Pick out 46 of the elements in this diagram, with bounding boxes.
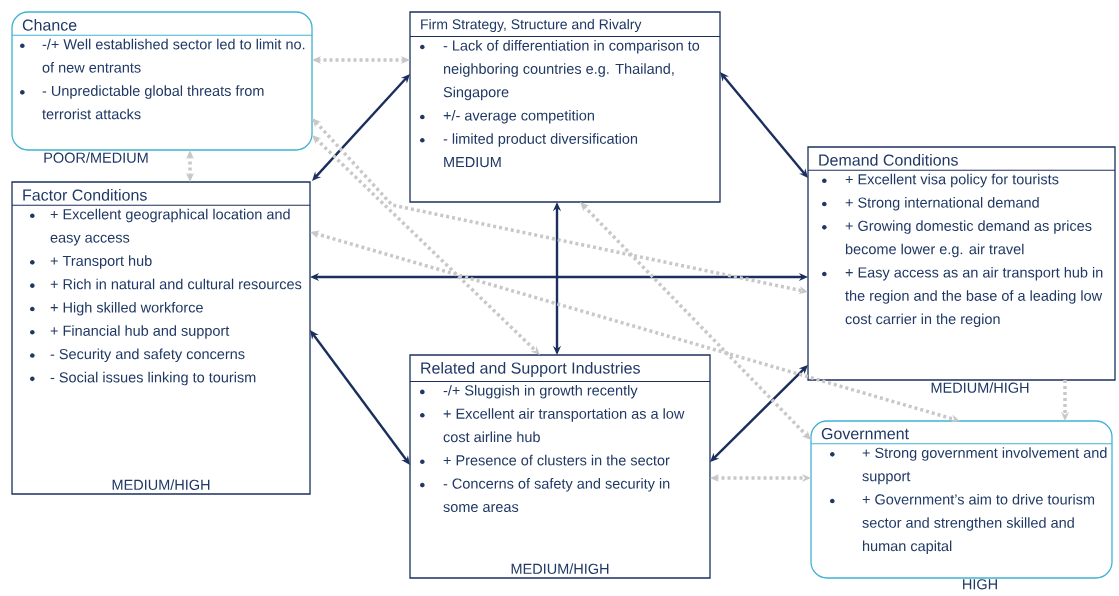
bullet-item: - limited product diversification xyxy=(420,133,638,147)
double-headed-arrow xyxy=(710,365,808,462)
text-box xyxy=(807,146,1116,381)
dotted-arrow xyxy=(312,135,540,355)
box-heading: Chance xyxy=(22,19,77,31)
box-heading: Government xyxy=(821,428,909,440)
bullet-item: + High skilled workforce xyxy=(30,301,203,316)
box-heading: Firm Strategy, Structure and Rivalry xyxy=(421,19,642,33)
bullet-item: -/+ Well established sector led to limit no. of new entrants xyxy=(20,38,305,73)
text-box xyxy=(11,181,311,495)
text-box xyxy=(409,354,711,579)
bullet-item: + Excellent visa policy for tourists xyxy=(822,173,1059,188)
bullet-item: - Unpredictable global threats from terrorist attacks xyxy=(20,85,264,120)
bullet-item: - Concerns of safety and security in some areas xyxy=(420,478,670,513)
bullet-item: + Strong international demand xyxy=(822,197,1039,211)
bullet-item: + Excellent geographical location and easy access xyxy=(30,208,290,246)
double-headed-arrow xyxy=(310,330,410,465)
dotted-arrow xyxy=(580,202,811,440)
bullet-item: - Security and safety concerns xyxy=(30,348,245,363)
bullet-item: + Rich in natural and cultural resources xyxy=(30,278,302,290)
bullet-item: + Excellent air transportation as a low cost airline hub xyxy=(420,408,685,443)
rating-label: MEDIUM xyxy=(444,157,501,168)
rounded-text-box xyxy=(810,420,1113,579)
bullet-item: +/- average competition xyxy=(420,109,594,124)
box-heading: Related and Support Industries xyxy=(421,362,640,377)
rating-label: MEDIUM/HIGH xyxy=(931,382,1029,393)
bullet-item: - Lack of differentiation in comparison to neighboring countries e.g. Thailand, Singapore xyxy=(420,40,700,101)
bullet-item: + Transport hub xyxy=(30,255,152,269)
bullet-item: - Social issues linking to tourism xyxy=(30,371,256,386)
rounded-text-box xyxy=(11,11,313,151)
rating-label: POOR/MEDIUM xyxy=(44,152,148,163)
bullet-item: -/+ Sluggish in growth recently xyxy=(420,384,638,399)
bullet-item: + Presence of clusters in the sector xyxy=(420,454,670,466)
double-headed-arrow xyxy=(720,72,808,178)
box-heading: Demand Conditions xyxy=(819,154,958,166)
bullet-item: + Financial hub and support xyxy=(30,325,230,339)
rating-label: MEDIUM/HIGH xyxy=(511,563,609,574)
bullet-item: + Growing domestic demand as prices become lower e.g. air travel xyxy=(822,220,1092,258)
rating-label: HIGH xyxy=(963,579,997,590)
rating-label: MEDIUM/HIGH xyxy=(112,479,210,490)
bullet-item: + Government’s aim to drive tourism sector and strengthen skilled and human capital xyxy=(830,493,1095,555)
double-headed-arrow xyxy=(312,74,410,181)
text-box xyxy=(409,11,721,203)
bullet-item: + Strong government involvement and support xyxy=(830,447,1107,485)
bullet-item: + Easy access as an air transport hub in the region and the base of a leading low cost carrier in the region xyxy=(822,266,1103,328)
box-heading: Factor Conditions xyxy=(23,189,147,201)
